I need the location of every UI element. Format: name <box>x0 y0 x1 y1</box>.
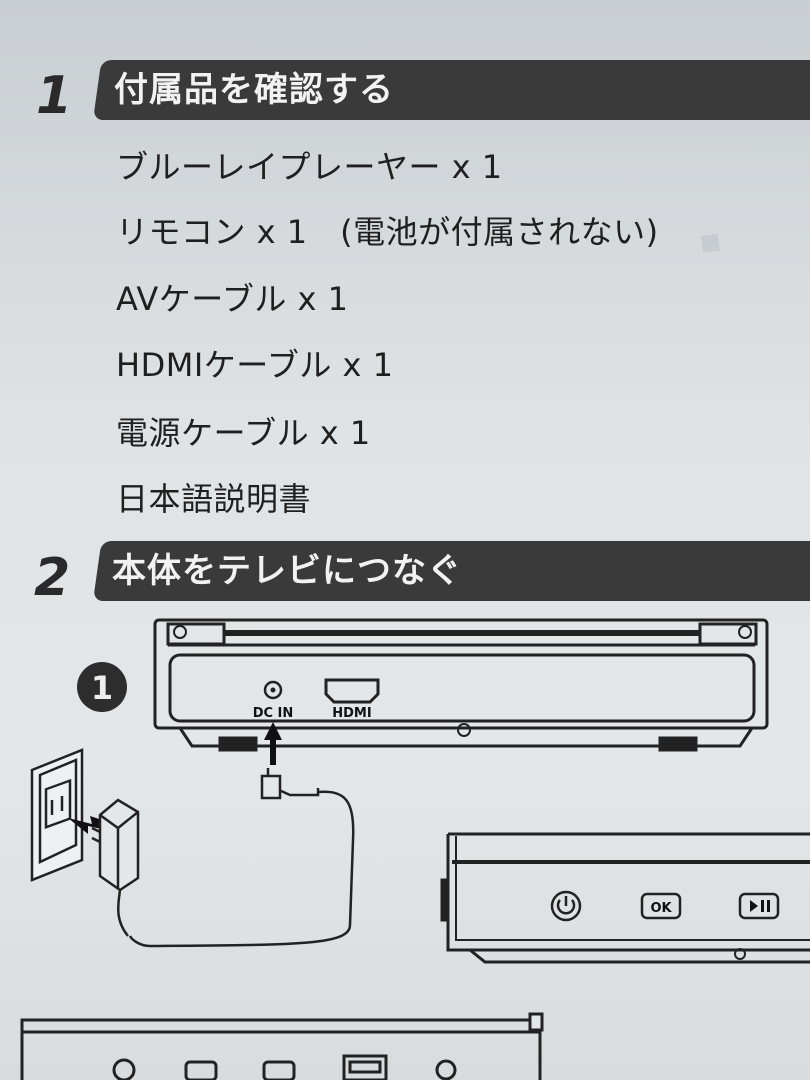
list-item: 日本語説明書 <box>116 480 312 518</box>
arrow-into-outlet <box>68 816 108 834</box>
power-icon <box>550 890 582 922</box>
list-item: HDMIケーブル x 1 <box>116 346 394 384</box>
play-pause-icon <box>738 892 780 920</box>
section-2-title: 本体をテレビにつなぐ <box>112 551 462 591</box>
player-front-view-bottom <box>20 1012 544 1080</box>
step-badge: 1 <box>77 662 127 712</box>
dc-in-port: DC IN <box>253 680 294 721</box>
section-1-title: 付属品を確認する <box>114 70 394 110</box>
connection-illustration: 1 DC IN HDMI <box>20 618 810 1080</box>
section-2-number: 2 <box>34 548 71 608</box>
dc-in-label: DC IN <box>253 706 294 721</box>
step-badge-number: 1 <box>91 669 113 707</box>
section-1-number: 1 <box>36 66 73 126</box>
headphone-jack-icon <box>435 1059 457 1080</box>
dc-cable <box>128 768 355 948</box>
usb-port-icon <box>342 1054 388 1080</box>
player-rear-view <box>153 618 769 752</box>
wall-outlet-icon <box>30 748 84 882</box>
player-front-view <box>440 832 810 964</box>
ac-adapter-icon <box>91 798 140 937</box>
ok-label: OK <box>650 901 672 916</box>
arrow-up-icon <box>264 722 282 765</box>
list-item: リモコン x 1 (電池が付属されない) <box>116 213 659 251</box>
list-item: 電源ケーブル x 1 <box>116 414 371 452</box>
list-item: ブルーレイプレーヤー x 1 <box>116 148 503 186</box>
ok-button: OK <box>640 892 682 920</box>
hdmi-port: HDMI <box>324 678 380 721</box>
show-through-mark: ■ <box>698 228 723 257</box>
hdmi-label: HDMI <box>332 706 371 721</box>
list-item: AVケーブル x 1 <box>116 280 349 318</box>
